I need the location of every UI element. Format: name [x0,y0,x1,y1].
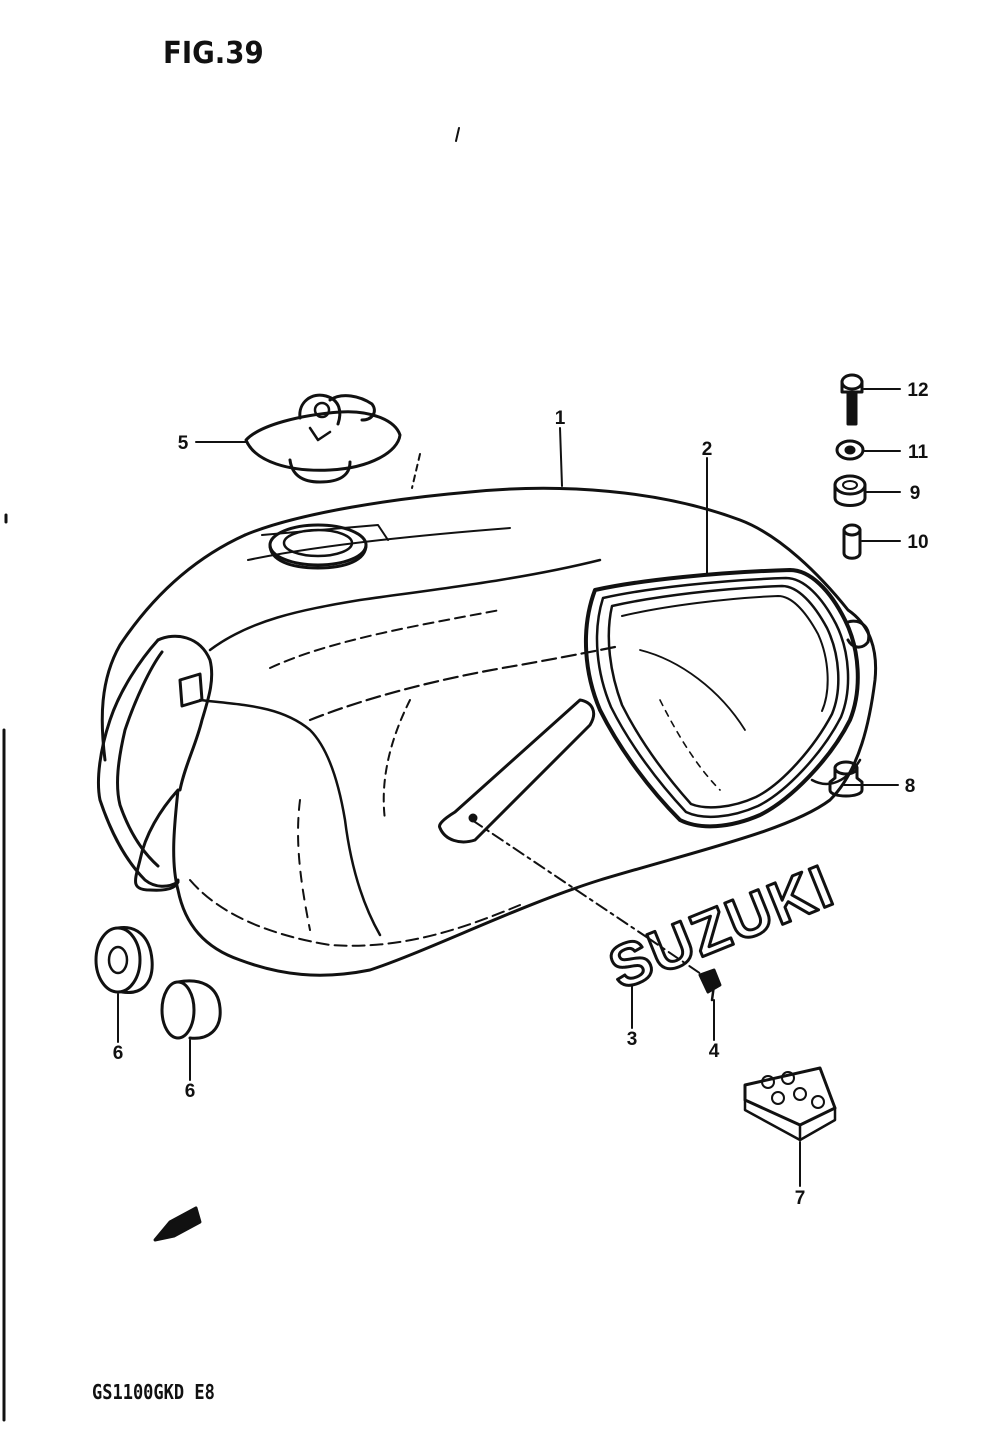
callout-labels: 1 2 3 4 5 6 6 7 8 9 10 11 12 [113,380,929,1209]
side-panel-outline [583,568,860,829]
collar-cushion [833,474,867,507]
callout-4: 4 [709,1041,720,1062]
model-code: GS1100GKD E8 [92,1380,215,1404]
callout-6-small: 6 [185,1081,196,1102]
fuel-cap [244,393,402,484]
fuel-tank [97,486,878,977]
emblem-lettering: SUZUKI [600,852,843,1002]
washer [835,439,865,461]
spacer [842,523,862,560]
scan-edge-marks [2,513,8,1422]
front-arrow-icon [153,1206,202,1242]
emblem-mount-strip [438,698,596,844]
callout-1: 1 [555,408,566,429]
callout-12: 12 [907,380,928,401]
callout-3: 3 [627,1029,638,1050]
callout-7: 7 [795,1188,806,1209]
callout-5: 5 [178,433,189,454]
callout-11: 11 [908,442,929,463]
figure-title: FIG.39 [163,36,264,71]
suzuki-emblem: SUZUKI [598,850,844,1003]
cushion-large [94,925,154,995]
cushion-small [160,979,222,1040]
callout-2: 2 [702,439,713,460]
callout-6-large: 6 [113,1043,124,1064]
callout-9: 9 [910,483,921,504]
callout-8: 8 [905,776,916,797]
rubber-block [743,1066,837,1142]
screw [698,968,722,1002]
callout-10: 10 [907,532,928,553]
leader-lines [117,127,901,1187]
bolt [840,373,864,426]
grommet [828,760,864,798]
